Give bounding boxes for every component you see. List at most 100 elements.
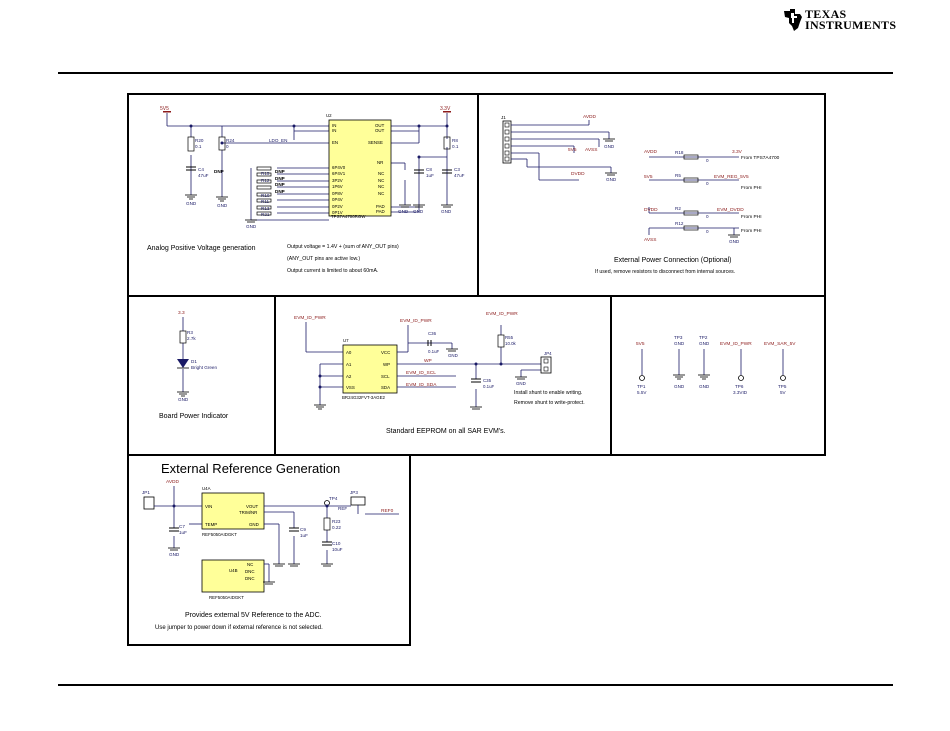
svg-text:A1: A1 xyxy=(346,362,352,367)
power-indicator-title: Board Power Indicator xyxy=(159,413,229,420)
svg-text:D1: D1 xyxy=(191,359,197,364)
svg-text:GND: GND xyxy=(249,522,259,527)
svg-text:R2: R2 xyxy=(675,206,681,211)
svg-text:0P1V: 0P1V xyxy=(332,210,343,215)
svg-text:0: 0 xyxy=(226,144,229,149)
svg-text:GND: GND xyxy=(441,209,452,214)
svg-text:AVSS: AVSS xyxy=(585,147,597,153)
svg-text:C4: C4 xyxy=(198,167,204,172)
svg-text:DNP: DNP xyxy=(275,182,285,187)
eeprom-schematic: EVM_ID_PWR EVM_ID_PWR EVM_ID_PWR WP EVM_… xyxy=(294,311,552,410)
svg-text:NC: NC xyxy=(378,191,384,196)
svg-text:GND: GND xyxy=(674,384,685,389)
reference-panel: External Reference Generation xyxy=(127,454,411,646)
svg-text:GND: GND xyxy=(246,224,257,229)
eeprom-title: Standard EEPROM on all SAR EVM's. xyxy=(386,428,506,435)
svg-text:2.7k: 2.7k xyxy=(187,336,196,341)
svg-text:GND: GND xyxy=(674,341,685,346)
analog-voltage-title: Analog Positive Voltage generation xyxy=(147,245,256,252)
svg-text:EVM_DVDD: EVM_DVDD xyxy=(717,207,744,213)
svg-text:EVM_SAR_5V: EVM_SAR_5V xyxy=(764,341,796,347)
svg-text:GND: GND xyxy=(604,144,615,149)
svg-text:6P4V1: 6P4V1 xyxy=(332,171,346,176)
svg-text:From PHI: From PHI xyxy=(741,185,762,191)
svg-text:R12: R12 xyxy=(675,221,684,226)
svg-text:3.3V: 3.3V xyxy=(732,149,743,155)
svg-text:0.1uF: 0.1uF xyxy=(483,384,495,389)
svg-text:0: 0 xyxy=(706,229,709,234)
svg-text:GND: GND xyxy=(516,381,526,386)
svg-text:NC: NC xyxy=(378,184,384,189)
svg-text:0: 0 xyxy=(706,158,709,163)
svg-text:0: 0 xyxy=(706,181,709,186)
svg-text:EVM_ID_SDA: EVM_ID_SDA xyxy=(406,382,437,388)
svg-text:GND: GND xyxy=(178,397,189,402)
svg-text:6P4V0: 6P4V0 xyxy=(332,165,346,170)
svg-text:AVSS: AVSS xyxy=(644,237,656,243)
svg-text:Bright Green: Bright Green xyxy=(191,365,217,370)
svg-text:PAD: PAD xyxy=(376,209,385,214)
svg-text:NC: NC xyxy=(378,171,384,176)
svg-text:JP3: JP3 xyxy=(350,490,358,495)
svg-text:EVM_REG_5V5: EVM_REG_5V5 xyxy=(714,174,749,180)
svg-text:U7: U7 xyxy=(343,338,349,343)
svg-text:EVM_ID_SCL: EVM_ID_SCL xyxy=(406,370,436,376)
svg-text:3P2V: 3P2V xyxy=(332,178,343,183)
svg-text:0P8V: 0P8V xyxy=(332,191,343,196)
svg-text:NC: NC xyxy=(247,562,253,567)
svg-text:REF: REF xyxy=(338,506,347,511)
svg-text:5.5V: 5.5V xyxy=(637,390,647,395)
eeprom-note-1: Install shunt to enable writing. xyxy=(514,390,583,396)
svg-text:EVM_ID_PWR: EVM_ID_PWR xyxy=(486,311,518,317)
svg-text:IN: IN xyxy=(332,123,336,128)
svg-text:DNP: DNP xyxy=(214,169,224,174)
svg-text:1P6V: 1P6V xyxy=(332,184,343,189)
svg-text:47uF: 47uF xyxy=(198,173,209,178)
svg-text:DVDD: DVDD xyxy=(571,171,585,177)
svg-text:WP: WP xyxy=(424,358,432,364)
svg-text:C8: C8 xyxy=(426,167,432,172)
svg-text:R5: R5 xyxy=(675,173,681,178)
svg-text:5V5: 5V5 xyxy=(644,174,653,180)
external-power-panel: J1 AVDD 5V5 AVSS DVDD AVDD 3.3V 5V5 EVM_… xyxy=(477,93,826,297)
svg-text:TPS7A4700RGW: TPS7A4700RGW xyxy=(331,214,366,219)
svg-text:AVDD: AVDD xyxy=(644,149,658,155)
external-power-title: External Power Connection (Optional) xyxy=(614,257,732,264)
svg-text:GND: GND xyxy=(217,203,228,208)
ti-logo-icon xyxy=(784,9,802,31)
svg-text:DNP: DNP xyxy=(275,169,285,174)
svg-text:JP4: JP4 xyxy=(544,351,552,356)
svg-text:BR24G32FVT-3AGE2: BR24G32FVT-3AGE2 xyxy=(342,395,386,400)
svg-text:TP4: TP4 xyxy=(329,496,338,501)
svg-text:0.1: 0.1 xyxy=(452,144,459,149)
svg-text:REF5050AIDGKT: REF5050AIDGKT xyxy=(202,532,237,537)
svg-text:J1: J1 xyxy=(501,115,506,120)
analog-note-1: Output voltage = 1.4V + (sum of ANY_OUT … xyxy=(287,244,399,250)
svg-text:REF0: REF0 xyxy=(381,508,394,514)
svg-text:R24: R24 xyxy=(226,138,235,143)
svg-text:DNP: DNP xyxy=(275,176,285,181)
svg-text:TP2: TP2 xyxy=(699,335,708,340)
svg-text:3.3VID: 3.3VID xyxy=(733,390,748,395)
svg-text:VCC: VCC xyxy=(381,350,390,355)
svg-text:DNC: DNC xyxy=(245,569,255,574)
svg-text:R13: R13 xyxy=(261,206,270,211)
svg-text:NR: NR xyxy=(377,160,383,165)
svg-text:IN: IN xyxy=(332,128,336,133)
external-power-schematic: J1 AVDD 5V5 AVSS DVDD AVDD 3.3V 5V5 EVM_… xyxy=(501,114,780,244)
svg-text:AVDD: AVDD xyxy=(583,114,597,120)
svg-text:VIN: VIN xyxy=(205,504,212,509)
svg-text:47uF: 47uF xyxy=(454,173,465,178)
svg-text:0.1: 0.1 xyxy=(195,144,202,149)
external-power-note: If used, remove resistors to disconnect … xyxy=(595,269,736,275)
svg-text:TP1: TP1 xyxy=(637,384,646,389)
svg-text:C10: C10 xyxy=(332,541,341,546)
svg-text:VSS: VSS xyxy=(346,385,355,390)
svg-text:TRIM/NR: TRIM/NR xyxy=(239,510,257,515)
svg-text:0P4V: 0P4V xyxy=(332,197,343,202)
svg-text:1uF: 1uF xyxy=(179,530,187,535)
svg-text:R55: R55 xyxy=(505,335,514,340)
svg-text:DVDD: DVDD xyxy=(644,207,658,213)
